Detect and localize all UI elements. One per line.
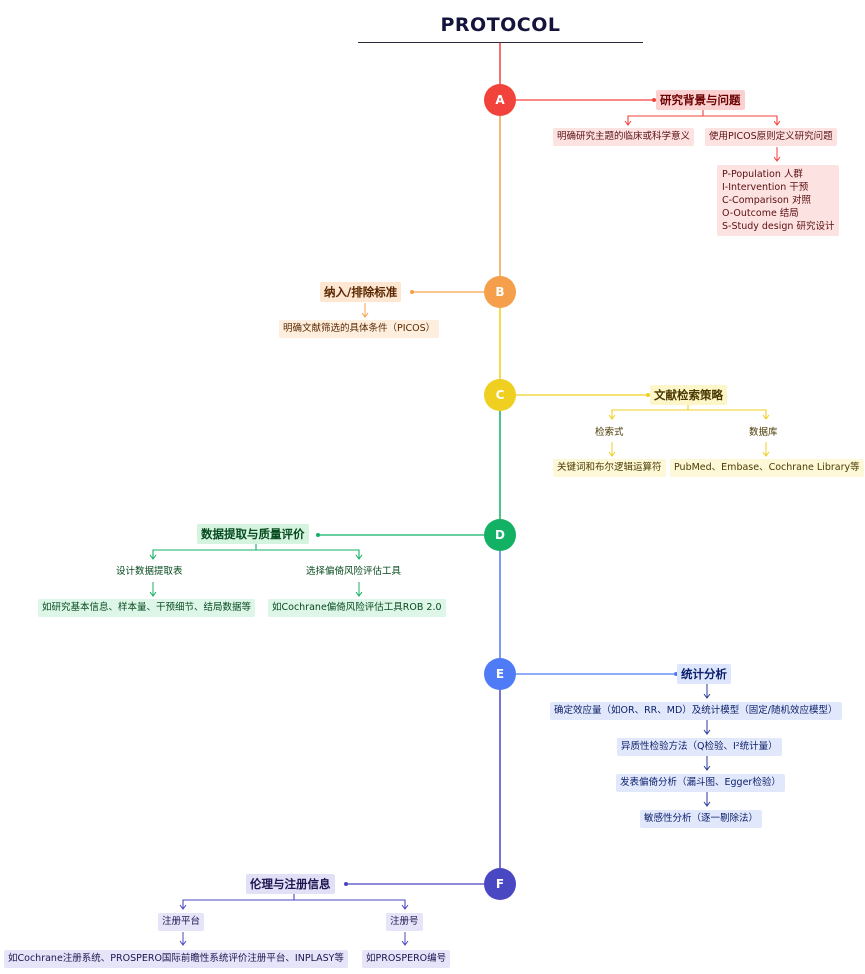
- section-e-step-2: 异质性检验方法（Q检验、I²统计量）: [617, 738, 782, 756]
- section-c-left-label: 检索式: [595, 427, 624, 438]
- section-e-step-4: 敏感性分析（逐一剔除法）: [640, 810, 763, 828]
- section-a-picos-list: P-Population 人群 I-Intervention 干预 C-Comp…: [717, 165, 840, 236]
- node-e: E: [484, 658, 516, 690]
- section-a-right: 使用PICOS原则定义研究问题: [705, 128, 837, 146]
- node-a: A: [484, 84, 516, 116]
- section-e-header: 统计分析: [677, 664, 731, 684]
- section-c-left-child: 关键词和布尔逻辑运算符: [553, 459, 666, 477]
- section-b-child: 明确文献筛选的具体条件（PICOS）: [279, 320, 440, 338]
- picos-c: C-Comparison 对照: [722, 195, 811, 206]
- picos-o: O-Outcome 结局: [722, 208, 799, 219]
- section-f-right-child: 如PROSPERO编号: [362, 950, 451, 968]
- section-f-header: 伦理与注册信息: [246, 874, 335, 894]
- section-f-right-label: 注册号: [386, 913, 423, 931]
- section-c-header: 文献检索策略: [650, 385, 727, 405]
- page-title: PROTOCOL: [440, 14, 561, 36]
- section-c-right-label: 数据库: [749, 427, 778, 438]
- section-d-left-child: 如研究基本信息、样本量、干预细节、结局数据等: [38, 599, 256, 617]
- picos-s: S-Study design 研究设计: [722, 221, 835, 232]
- title-underline: [358, 42, 643, 43]
- section-e-step-3: 发表偏倚分析（漏斗图、Egger检验）: [616, 774, 785, 792]
- section-d-right-child: 如Cochrane偏倚风险评估工具ROB 2.0: [268, 599, 446, 617]
- section-d-right-label: 选择偏倚风险评估工具: [306, 566, 402, 577]
- section-a-left: 明确研究主题的临床或科学意义: [553, 128, 695, 146]
- section-d-header: 数据提取与质量评价: [197, 524, 309, 544]
- picos-p: P-Population 人群: [722, 169, 803, 180]
- node-b: B: [484, 276, 516, 308]
- section-c-right-child: PubMed、Embase、Cochrane Library等: [670, 459, 864, 477]
- picos-i: I-Intervention 干预: [722, 182, 809, 193]
- section-f-left-child: 如Cochrane注册系统、PROSPERO国际前瞻性系统评价注册平台、INPL…: [4, 950, 348, 968]
- section-b-header: 纳入/排除标准: [320, 282, 402, 302]
- node-c: C: [484, 379, 516, 411]
- node-f: F: [484, 868, 516, 900]
- section-e-step-1: 确定效应量（如OR、RR、MD）及统计模型（固定/随机效应模型）: [550, 702, 842, 720]
- section-f-left-label: 注册平台: [158, 913, 205, 931]
- node-d: D: [484, 519, 516, 551]
- section-d-left-label: 设计数据提取表: [116, 566, 183, 577]
- section-a-header: 研究背景与问题: [656, 90, 745, 110]
